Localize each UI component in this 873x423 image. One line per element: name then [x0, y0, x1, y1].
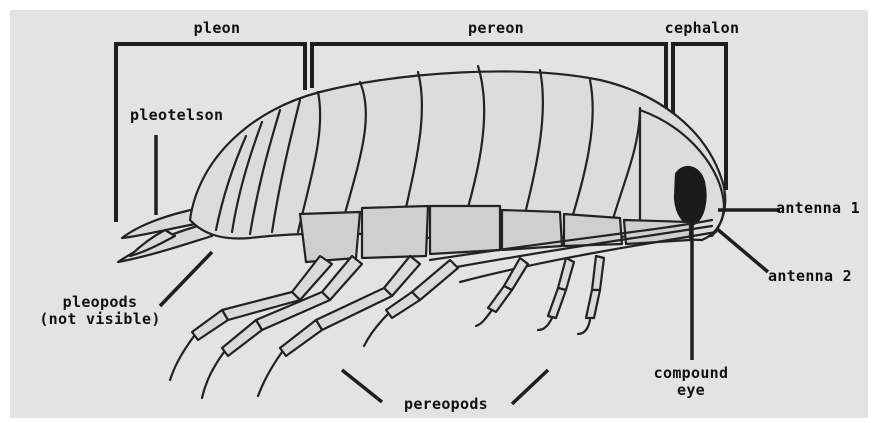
label-pereon: pereon	[456, 20, 536, 37]
label-pleopods-line1: pleopods	[30, 294, 170, 311]
label-cephalon: cephalon	[652, 20, 752, 37]
compound-eye-shape	[675, 167, 706, 224]
label-pleon: pleon	[182, 20, 252, 37]
label-compound-eye: compound eye	[636, 365, 746, 399]
label-antenna-1: antenna 1	[776, 200, 860, 217]
label-pleotelson: pleotelson	[130, 107, 223, 124]
label-pleopods-line2: (not visible)	[30, 311, 170, 328]
label-compound-eye-line2: eye	[636, 382, 746, 399]
label-pleopods: pleopods (not visible)	[30, 294, 170, 328]
label-antenna-2: antenna 2	[768, 268, 852, 285]
label-pereopods: pereopods	[386, 396, 506, 413]
label-compound-eye-line1: compound	[636, 365, 746, 382]
